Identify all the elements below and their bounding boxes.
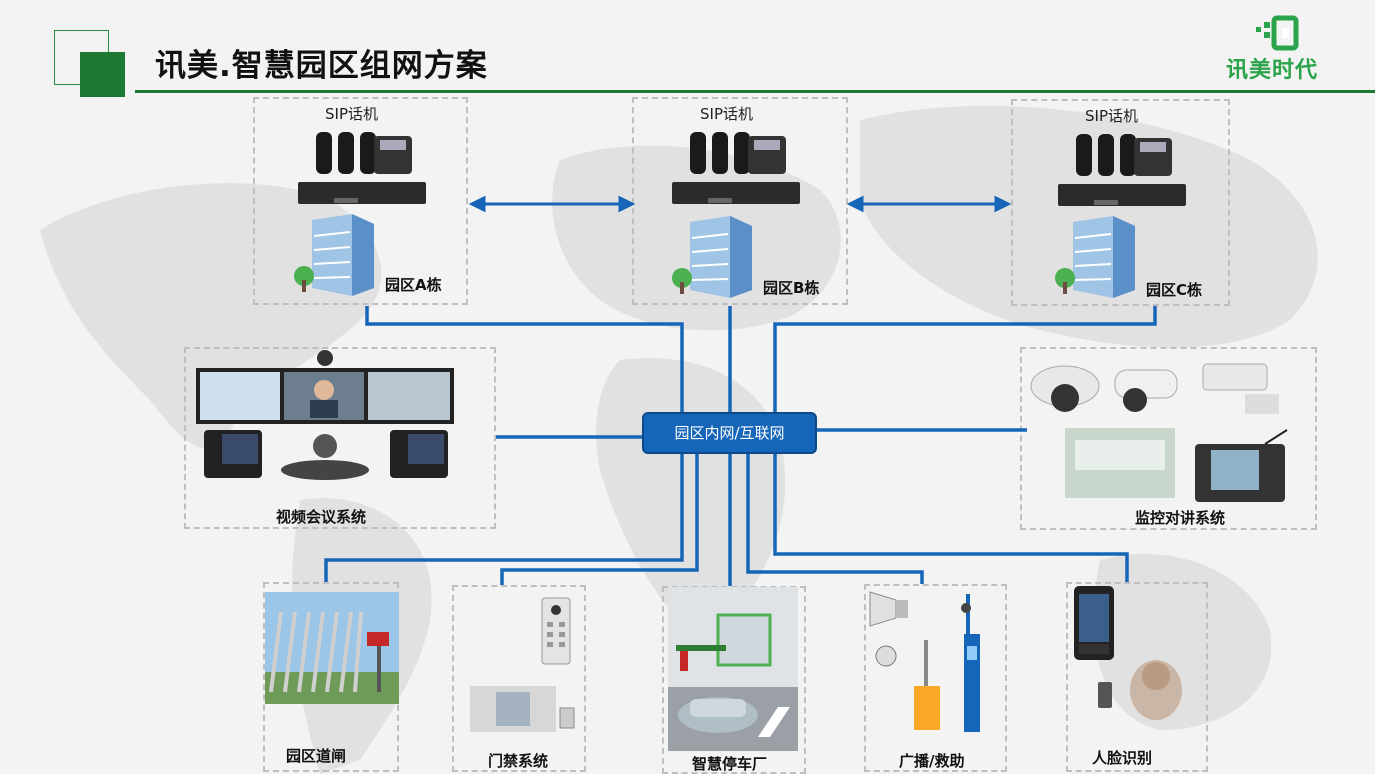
sip-phone-icon	[1058, 134, 1186, 206]
video-conf-label: 视频会议系统	[276, 508, 367, 526]
building-c-sip-label: SIP话机	[1085, 107, 1138, 125]
gate-label: 园区道闸	[286, 747, 347, 765]
building-a-box	[253, 97, 468, 305]
company-logo-icon	[1256, 15, 1299, 51]
face-recognition-icon	[1074, 586, 1182, 720]
title-underline	[135, 90, 1375, 93]
sip-phone-icon	[298, 132, 426, 204]
smart-parking-icon	[668, 587, 798, 751]
video-conf-box	[184, 347, 496, 529]
broadcast-label: 广播/救助	[899, 752, 965, 770]
network-hub: 园区内网/互联网	[642, 412, 817, 454]
building-icon	[672, 216, 752, 298]
parking-label: 智慧停车厂	[692, 755, 768, 773]
video-conference-icon	[196, 350, 454, 480]
surveillance-intercom-icon	[1030, 363, 1288, 502]
building-b-box	[632, 97, 848, 305]
face-box	[1066, 582, 1208, 772]
building-icon	[294, 214, 374, 296]
access-box	[452, 585, 586, 772]
title-decoration-fill	[80, 52, 125, 97]
building-c-label: 园区C栋	[1146, 281, 1203, 299]
monitor-box	[1020, 347, 1317, 530]
page-title: 讯美.智慧园区组网方案	[155, 48, 488, 84]
face-label: 人脸识别	[1092, 749, 1153, 767]
access-control-icon	[470, 597, 575, 732]
building-b-label: 园区B栋	[763, 279, 820, 297]
building-b-sip-label: SIP话机	[700, 105, 753, 123]
access-label: 门禁系统	[488, 752, 549, 770]
building-a-sip-label: SIP话机	[325, 105, 378, 123]
building-c-box	[1011, 99, 1230, 306]
company-logo-text: 讯美时代	[1226, 58, 1319, 83]
gate-barrier-icon	[265, 592, 399, 704]
broadcast-box	[864, 584, 1007, 772]
broadcast-rescue-icon	[869, 591, 980, 732]
building-a-label: 园区A栋	[385, 276, 442, 294]
sip-phone-icon	[672, 132, 800, 204]
building-icon	[1055, 216, 1135, 298]
monitor-label: 监控对讲系统	[1135, 509, 1226, 527]
